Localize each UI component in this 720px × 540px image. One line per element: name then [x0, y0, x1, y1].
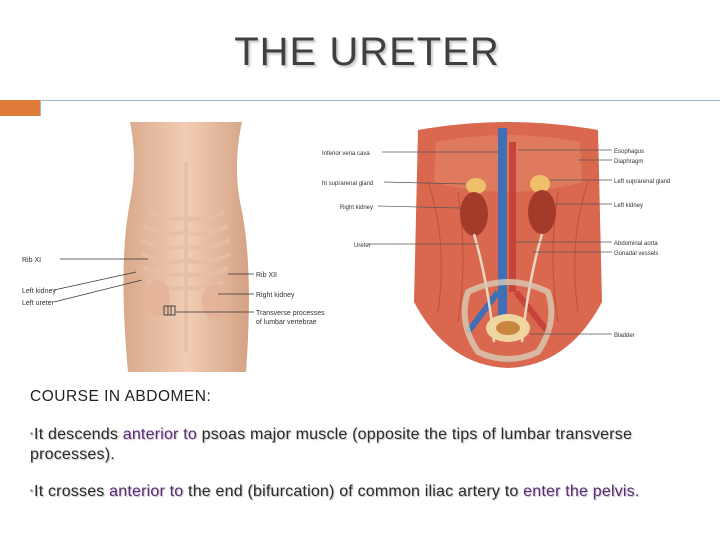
- label-esophagus: Esophagus: [614, 149, 644, 155]
- bullet-paragraph-2: ▪It crosses anterior to the end (bifurca…: [30, 481, 700, 502]
- label-rib-xii: Rib XII: [256, 272, 277, 279]
- back-view-illustration: Rib XI Left kidney Left ureter Rib XII R…: [22, 122, 325, 372]
- right-kidney-shape: [202, 284, 226, 320]
- label-rib-xi: Rib XI: [22, 257, 41, 264]
- right-kidney-shape: [460, 192, 488, 236]
- p1-highlight: anterior to: [122, 426, 197, 443]
- bullet-icon: ▪: [30, 486, 34, 495]
- accent-bar: [0, 100, 40, 116]
- label-left-kidney: Left kidney: [614, 203, 643, 209]
- label-right-kidney: Right kidney: [340, 205, 373, 211]
- section-heading: COURSE IN ABDOMEN:: [30, 388, 212, 405]
- label-right-suprarenal: ht suprarenal gland: [322, 181, 373, 187]
- label-gonadal-vessels: Gonadal vessels: [614, 251, 658, 257]
- p2-text-a: It crosses: [34, 483, 110, 500]
- p2-highlight: anterior to: [109, 483, 184, 500]
- label-ureter: Ureter: [354, 243, 371, 249]
- left-kidney-shape: [146, 280, 170, 316]
- p1-text-c: psoas major muscle (opposite the tips of…: [30, 426, 633, 463]
- p2-text-c: the end (bifurcation) of common iliac ar…: [183, 483, 524, 500]
- left-kidney-shape: [528, 190, 556, 234]
- label-right-kidney: Right kidney: [256, 292, 295, 299]
- label-inferior-vena-cava: Inferior vena cava: [322, 151, 370, 157]
- slide-title: THE URETER: [234, 30, 500, 74]
- label-abdominal-aorta: Abdominal aorta: [614, 241, 658, 247]
- label-transverse-processes: Transverse processes: [256, 310, 325, 317]
- aorta-shape: [509, 142, 516, 292]
- p2-highlight-2: enter the pelvis.: [523, 483, 640, 500]
- left-suprarenal-shape: [530, 175, 550, 193]
- abdomen-anterior-illustration: Inferior vena cava ht suprarenal gland R…: [322, 122, 670, 368]
- label-left-ureter: Left ureter: [22, 300, 55, 307]
- label-diaphragm: Diaphragm: [614, 159, 643, 165]
- p1-text-a: It descends: [34, 426, 123, 443]
- label-left-suprarenal: Left suprarenal gland: [614, 179, 670, 185]
- label-bladder: Bladder: [614, 333, 635, 339]
- right-suprarenal-shape: [466, 178, 486, 194]
- bullet-paragraph-1: ▪It descends anterior to psoas major mus…: [30, 424, 700, 465]
- label-lumbar-vertebrae: of lumbar vertebrae: [256, 319, 317, 326]
- vena-cava-shape: [498, 128, 507, 328]
- label-left-kidney: Left kidney: [22, 288, 56, 295]
- title-rule: [40, 100, 720, 116]
- bullet-icon: ▪: [30, 429, 34, 438]
